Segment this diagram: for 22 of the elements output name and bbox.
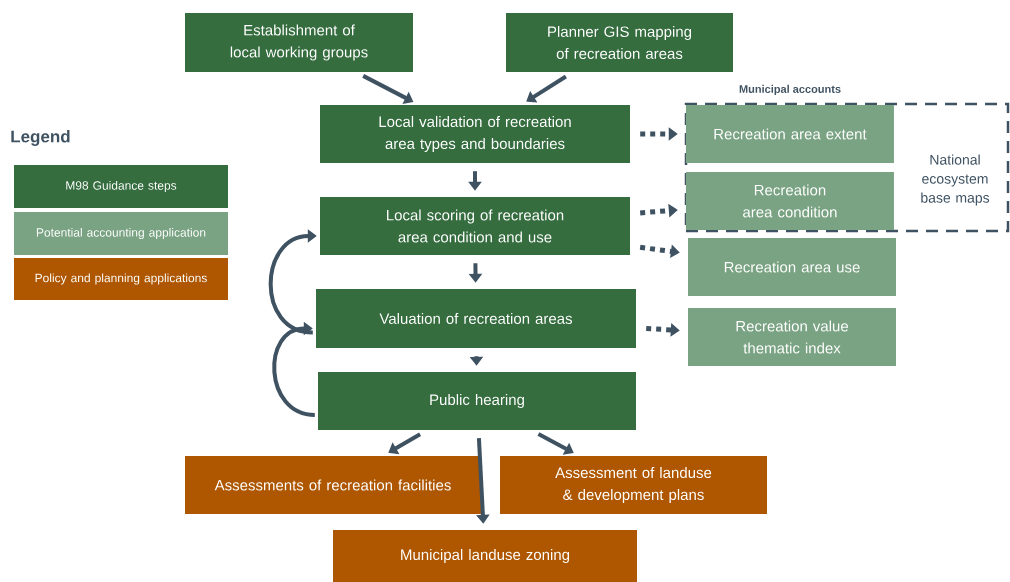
process-box: Municipal landuse zoning: [333, 530, 637, 582]
process-box: Valuation of recreation areas: [316, 289, 636, 348]
arrow: [526, 74, 567, 103]
arrow: [537, 432, 574, 455]
process-box: Assessment of landuse & development plans: [500, 456, 767, 514]
process-box: Recreation area extent: [685, 104, 894, 163]
process-box: Local scoring of recreation area condition and use: [320, 197, 630, 255]
process-box: Recreation area condition: [685, 171, 894, 230]
arrow: [272, 321, 316, 417]
process-box: Planner GIS mapping of recreation areas: [506, 13, 733, 72]
label-text: Legend: [11, 130, 70, 146]
process-box: Recreation value thematic index: [688, 308, 896, 366]
legend-item: Policy and planning applications: [14, 258, 228, 300]
process-box: Public hearing: [318, 372, 636, 430]
process-box: Assessments of recreation facilities: [185, 456, 481, 514]
arrow: [388, 432, 422, 455]
process-box: Establishment of local working groups: [185, 13, 413, 72]
process-box: Recreation area use: [688, 238, 896, 296]
process-box: Local validation of recreation area types and boundaries: [320, 105, 630, 163]
legend-item: Potential accounting application: [14, 212, 228, 255]
legend-item: M98 Guidance steps: [14, 165, 228, 208]
label-text: Municipal accounts: [739, 84, 841, 96]
